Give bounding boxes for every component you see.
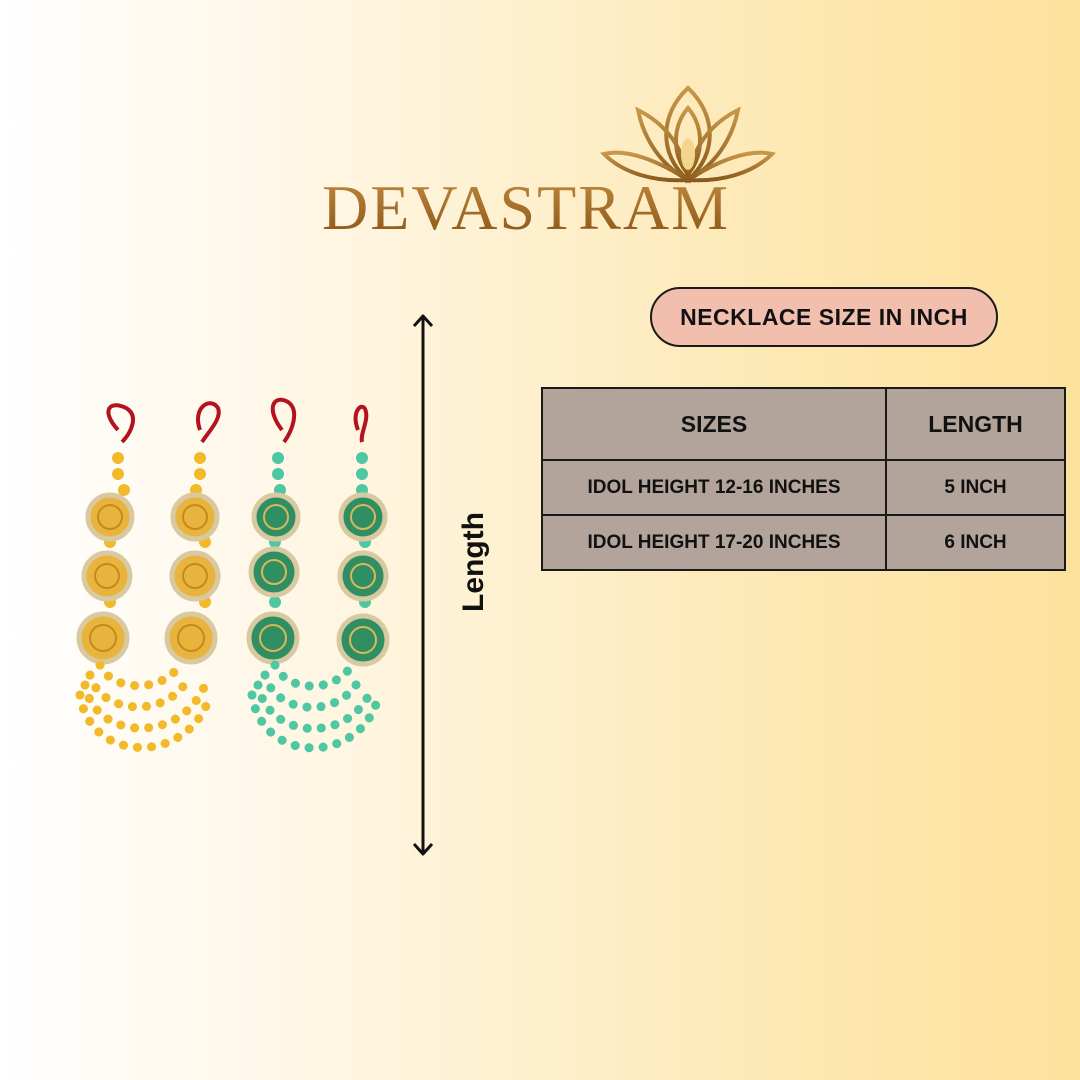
header-length: LENGTH [885, 387, 1066, 461]
brand-name: DEVASTRAM [322, 172, 730, 243]
length-cell: 5 INCH [885, 459, 1066, 516]
length-cell: 6 INCH [885, 514, 1066, 571]
double-arrow-icon [412, 314, 434, 856]
lotus-icon [600, 85, 776, 184]
table-row: IDOL HEIGHT 17-20 INCHES 6 INCH [541, 514, 1066, 571]
yellow-necklace-pair [75, 401, 221, 752]
necklace-product-image [75, 397, 390, 753]
size-cell: IDOL HEIGHT 17-20 INCHES [541, 514, 887, 571]
size-table: SIZES LENGTH IDOL HEIGHT 12-16 INCHES 5 … [541, 387, 1066, 571]
size-cell: IDOL HEIGHT 12-16 INCHES [541, 459, 887, 516]
header-sizes: SIZES [541, 387, 887, 461]
table-row: IDOL HEIGHT 12-16 INCHES 5 INCH [541, 459, 1066, 516]
length-label: Length [457, 512, 490, 612]
green-necklace-pair [246, 397, 390, 753]
size-chart-title: NECKLACE SIZE IN INCH [650, 287, 998, 347]
brand-logo: DEVASTRAM [322, 84, 782, 244]
table-header-row: SIZES LENGTH [541, 387, 1066, 461]
